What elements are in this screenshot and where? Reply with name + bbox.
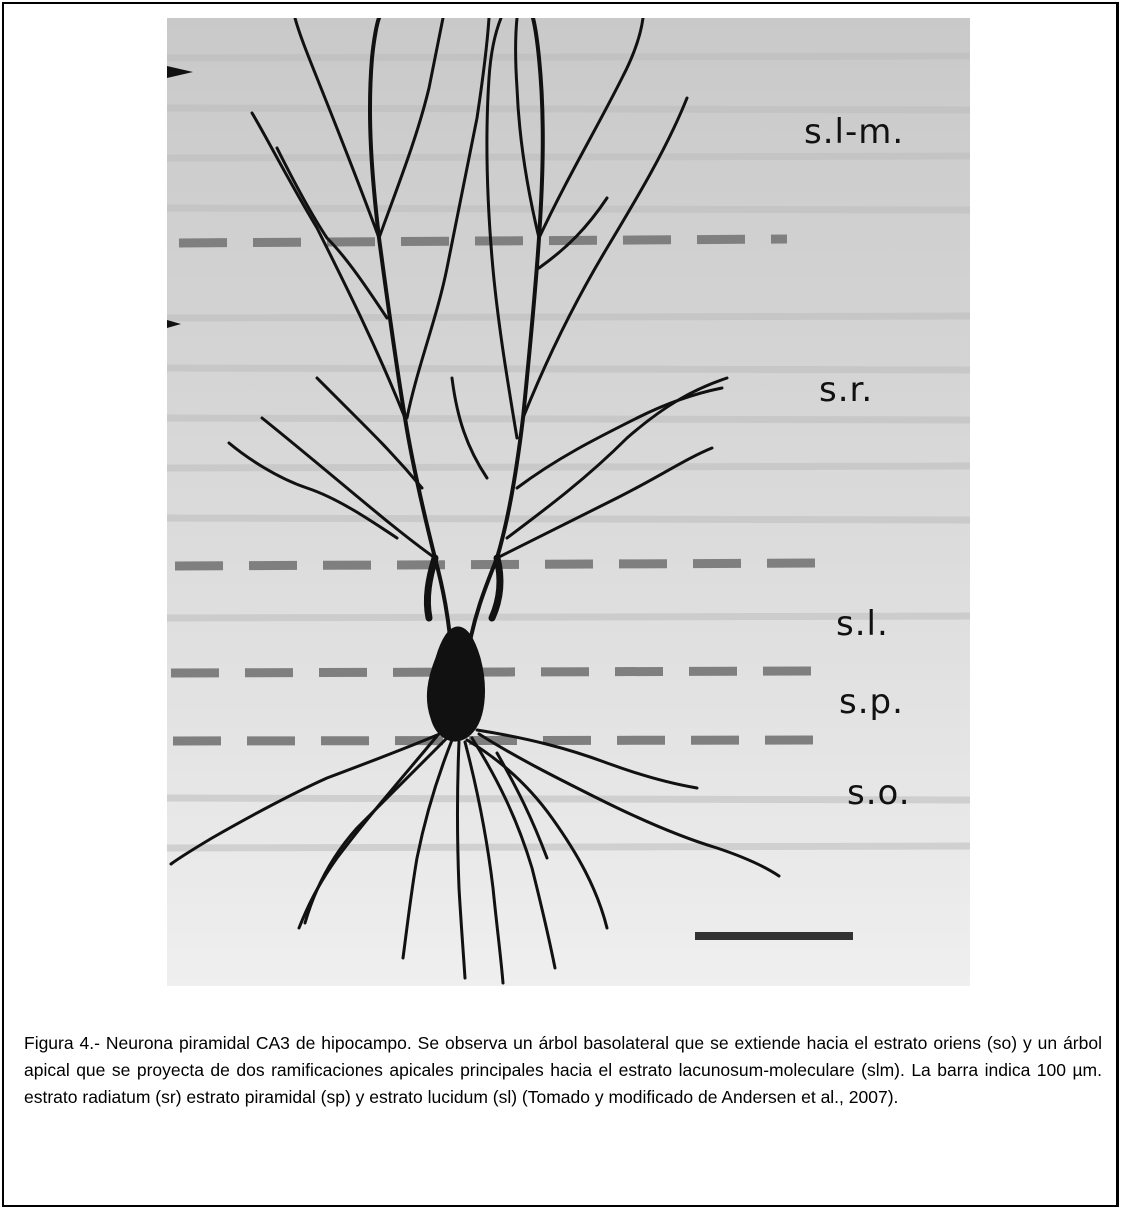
scale-bar: [695, 932, 853, 940]
layer-label-slm: s.l-m.: [804, 112, 904, 152]
pyramidal-neuron: [171, 18, 779, 983]
soma: [428, 628, 483, 740]
neuron-drawing: [167, 18, 970, 986]
arrowhead-marker-1: [167, 66, 193, 78]
figure-caption: Figura 4.- Neurona piramidal CA3 de hipo…: [24, 1030, 1102, 1111]
neuron-figure: s.l-m. s.r. s.l. s.p. s.o.: [167, 18, 970, 986]
boundary-sp-so: [173, 740, 835, 741]
caption-text: Figura 4.- Neurona piramidal CA3 de hipo…: [24, 1030, 1102, 1111]
layer-label-sl: s.l.: [836, 604, 889, 644]
layer-label-so: s.o.: [847, 773, 911, 813]
layer-label-sr: s.r.: [819, 370, 873, 410]
boundary-slm-sr: [179, 239, 787, 243]
boundary-sl-sp: [171, 671, 817, 673]
layer-label-sp: s.p.: [839, 682, 904, 722]
